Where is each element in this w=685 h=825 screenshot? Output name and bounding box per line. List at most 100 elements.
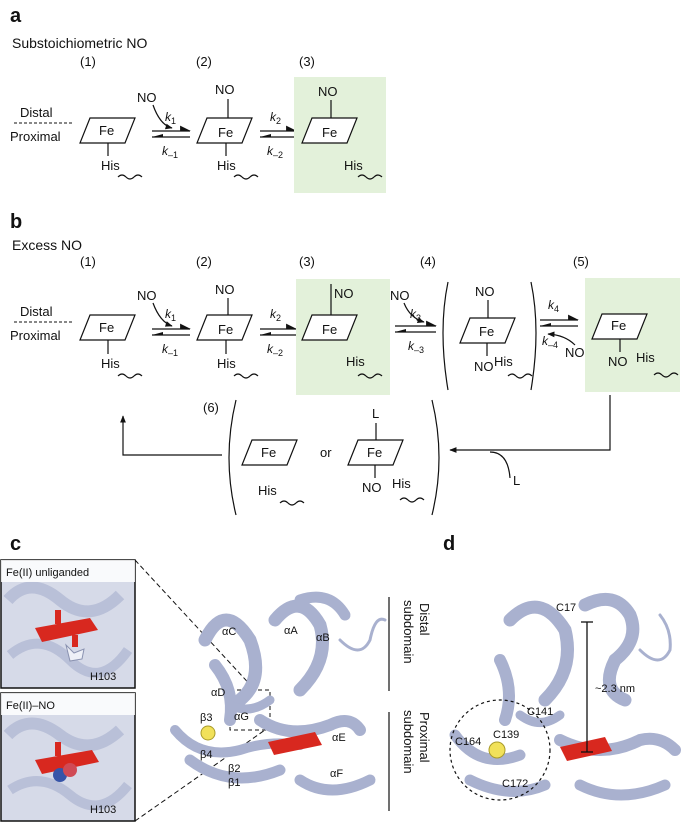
heme-b2: NO Fe His — [196, 282, 259, 379]
no-label: NO — [334, 286, 354, 301]
strand-label-b4: β4 — [200, 749, 212, 761]
his-label: His — [217, 356, 236, 371]
km2-a: k–2 — [267, 144, 283, 160]
heme-b5: Fe NO His — [591, 313, 679, 378]
panel-d-letter: d — [443, 533, 455, 555]
panel-b: b Excess NO (1) (2) (3) (4) (5) Distal P… — [10, 211, 680, 516]
panel-b-step-6: (6) — [203, 400, 219, 415]
or-label: or — [320, 445, 332, 460]
no-label: NO — [215, 282, 235, 297]
panel-c: c Fe(II) unliganded H103 Fe(II)–NO H1 — [0, 533, 432, 822]
strand-label-b3: β3 — [200, 712, 212, 724]
his-label: His — [636, 350, 655, 365]
helix-label-aB: αB — [316, 632, 330, 644]
helix-labels: αC αA αB αD αG αE αF β3 β4 β2 β1 — [200, 625, 346, 789]
fe-label: Fe — [479, 324, 494, 339]
his-label: His — [101, 158, 120, 173]
his-label: His — [392, 476, 411, 491]
fe-label: Fe — [322, 322, 337, 337]
panel-a-distal-label: Distal — [20, 105, 53, 120]
panel-b-condition: Excess NO — [12, 237, 82, 253]
residue-C17: C17 — [556, 602, 576, 614]
panel-a: a Substoichiometric NO (1) (2) (3) Dista… — [10, 5, 386, 193]
panel-a-condition: Substoichiometric NO — [12, 35, 147, 51]
km2-b: k–2 — [267, 342, 283, 358]
no-label: NO — [318, 84, 338, 99]
heme-a3: NO Fe His — [301, 84, 383, 180]
panel-b-step-1: (1) — [80, 254, 96, 269]
distal-subdomain-label-2: subdomain — [401, 600, 416, 664]
fe-label: Fe — [218, 322, 233, 337]
no-label: NO — [215, 82, 235, 97]
no-label: NO — [475, 284, 495, 299]
heme-b3: NO Fe His — [301, 284, 383, 379]
protein-cartoon-d — [449, 592, 681, 801]
protein-cartoon-c — [170, 591, 387, 796]
residue-C172: C172 — [502, 778, 528, 790]
panel-a-step-1: (1) — [80, 54, 96, 69]
panel-b-letter: b — [10, 211, 22, 233]
fe-label: Fe — [99, 320, 114, 335]
heme-a2: NO Fe His — [196, 82, 259, 180]
his-label: His — [217, 158, 236, 173]
helix-label-aD: αD — [211, 687, 225, 699]
fe-label: Fe — [367, 445, 382, 460]
helix-label-aA: αA — [284, 625, 298, 637]
inset1-residue: H103 — [90, 671, 116, 683]
residue-C141: C141 — [527, 706, 553, 718]
incoming-no-a: NO — [137, 90, 157, 105]
fe-label: Fe — [322, 125, 337, 140]
inset-unliganded: Fe(II) unliganded H103 — [0, 559, 136, 689]
fe-label: Fe — [261, 445, 276, 460]
distance-label: ~2.3 nm — [595, 683, 635, 695]
no-label: NO — [608, 354, 628, 369]
strand-label-b2: β2 — [228, 763, 240, 775]
his-label: His — [494, 354, 513, 369]
heme-b4: NO Fe NO His — [442, 281, 537, 391]
proximal-subdomain-label-1: Proximal — [417, 712, 432, 763]
k1-a: k1 — [165, 110, 176, 126]
his-label: His — [344, 158, 363, 173]
km1-a: k–1 — [162, 144, 178, 160]
panel-b-step-5: (5) — [573, 254, 589, 269]
panel-b-distal-label: Distal — [20, 304, 53, 319]
panel-b-proximal-label: Proximal — [10, 328, 61, 343]
helix-label-aF: αF — [330, 768, 343, 780]
panel-a-step-2: (2) — [196, 54, 212, 69]
panel-a-letter: a — [10, 5, 22, 27]
heme-b6b: L Fe NO His — [347, 406, 425, 503]
ligand-l-arrow: L — [513, 473, 520, 488]
k4-b: k4 — [548, 298, 559, 314]
his-label: His — [258, 483, 277, 498]
proximal-subdomain-label-2: subdomain — [401, 710, 416, 774]
incoming-no-b3: NO — [390, 288, 410, 303]
ligand-label: L — [372, 406, 379, 421]
strand-label-b1: β1 — [228, 777, 240, 789]
panel-b-step-4: (4) — [420, 254, 436, 269]
his-label: His — [346, 354, 365, 369]
k2-a: k2 — [270, 110, 281, 126]
his-label: His — [101, 356, 120, 371]
panel-c-letter: c — [10, 533, 21, 555]
inset1-title: Fe(II) unliganded — [6, 567, 89, 579]
heme-a1: Fe His — [79, 117, 143, 180]
km3-b: k–3 — [408, 339, 424, 355]
panel-a-step-3: (3) — [299, 54, 315, 69]
distal-subdomain-label-1: Distal — [417, 603, 432, 636]
panel-b-step-3: (3) — [299, 254, 315, 269]
inset2-residue: H103 — [90, 804, 116, 816]
heme-b6a: Fe His — [241, 439, 305, 506]
k3-b: k3 — [410, 307, 421, 323]
incoming-no-b1: NO — [137, 288, 157, 303]
fe-label: Fe — [99, 123, 114, 138]
no-label: NO — [474, 359, 494, 374]
k2-b: k2 — [270, 307, 281, 323]
km4-b: k–4 — [542, 334, 558, 350]
helix-label-aG: αG — [234, 711, 249, 723]
residue-C139: C139 — [493, 729, 519, 741]
helix-label-aC: αC — [222, 626, 236, 638]
panel-a-proximal-label: Proximal — [10, 129, 61, 144]
inset-no: Fe(II)–NO H103 — [0, 692, 136, 822]
